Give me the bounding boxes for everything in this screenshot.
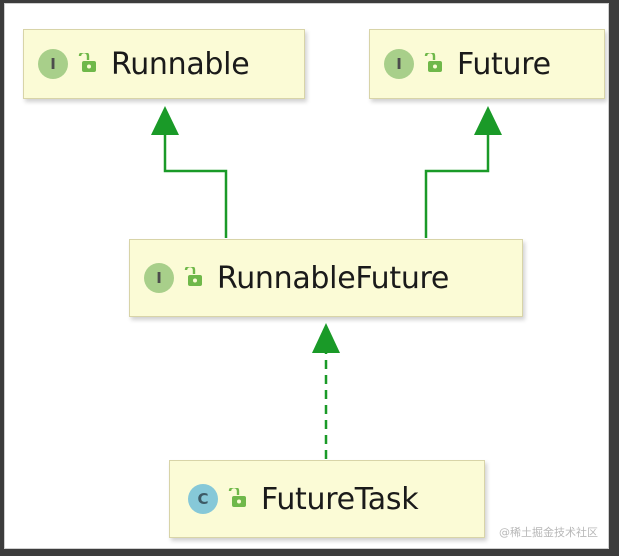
uml-diagram-canvas: I Runnable I Future I RunnableFuture C <box>4 3 609 549</box>
arrowhead-runnable <box>151 106 179 135</box>
edge-runnablefuture-to-future <box>424 134 490 238</box>
interface-badge-icon: I <box>38 49 68 79</box>
unlock-icon <box>184 267 202 286</box>
node-future[interactable]: I Future <box>369 29 605 99</box>
node-label: Runnable <box>111 46 250 82</box>
unlock-icon <box>78 53 96 72</box>
unlock-icon <box>228 488 246 507</box>
node-label: FutureTask <box>261 481 419 517</box>
class-badge-icon: C <box>188 484 218 514</box>
node-runnable[interactable]: I Runnable <box>23 29 305 99</box>
edges-layer <box>151 106 502 459</box>
arrowhead-future <box>474 106 502 135</box>
arrowhead-runnablefuture <box>312 323 340 353</box>
interface-badge-icon: I <box>144 263 174 293</box>
watermark: @稀土掘金技术社区 <box>499 526 598 539</box>
interface-badge-icon: I <box>384 49 414 79</box>
node-label: RunnableFuture <box>217 260 450 296</box>
node-futuretask[interactable]: C FutureTask <box>169 460 485 538</box>
edge-runnablefuture-to-runnable <box>163 134 228 238</box>
node-runnablefuture[interactable]: I RunnableFuture <box>129 239 523 317</box>
unlock-icon <box>424 53 442 72</box>
node-label: Future <box>457 46 551 82</box>
